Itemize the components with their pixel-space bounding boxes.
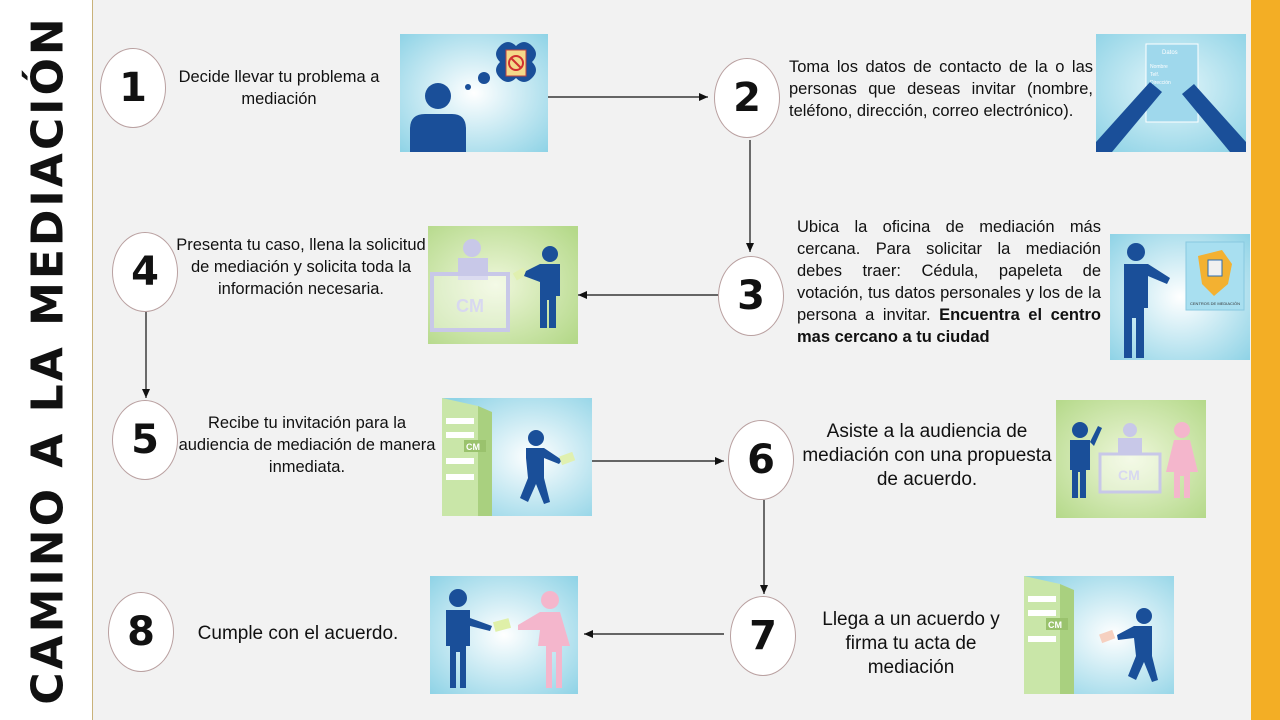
step-1-text: Decide llevar tu problema a mediación (178, 68, 380, 108)
person-signing-act-icon: CM (1024, 576, 1174, 694)
step-3-text-bold: Encuentra el centro mas cercano a tu ciu… (797, 306, 1101, 346)
person-at-desk-icon: CM (428, 226, 578, 344)
map-caption: CENTROS DE MEDIACIÓN (1190, 301, 1240, 306)
desk-label: CM (1118, 467, 1140, 483)
step-3-number: 3 (718, 256, 784, 336)
building-label: CM (466, 442, 480, 452)
paper-line-2: Nombre (1150, 64, 1168, 70)
mediation-hearing-icon: CM (1056, 400, 1206, 518)
desk-label: CM (456, 296, 484, 316)
step-5-text: Recibe tu invitación para la audiencia d… (178, 414, 436, 476)
paper-line-3: Telf. (1150, 72, 1159, 78)
paper-line-4: Dirección (1150, 80, 1171, 86)
step-1-number: 1 (100, 48, 166, 128)
step-7-number: 7 (730, 596, 796, 676)
step-5-number: 5 (112, 400, 178, 480)
step-6-text: Asiste a la audiencia de mediación con u… (802, 421, 1052, 490)
step-8-number: 8 (108, 592, 174, 672)
step-2-number: 2 (714, 58, 780, 138)
person-pointing-map-icon: CENTROS DE MEDIACIÓN (1110, 234, 1250, 360)
person-receiving-invitation-icon: CM (442, 398, 592, 516)
title-sidebar: CAMINO A LA MEDIACIÓN (0, 0, 93, 720)
step-3-text-plain: Ubica la oficina de mediación más cercan… (797, 218, 1101, 324)
step-7-text: Llega a un acuerdo y firma tu acta de me… (822, 609, 1000, 678)
step-3-text: Ubica la oficina de mediación más cercan… (797, 216, 1101, 348)
person-thinking-icon (400, 34, 548, 152)
building-label: CM (1048, 620, 1062, 630)
people-exchanging-icon (430, 576, 578, 694)
step-6-number: 6 (728, 420, 794, 500)
step-8-text: Cumple con el acuerdo. (197, 623, 399, 644)
paper-line-1: Datos (1162, 50, 1178, 56)
hands-holding-paper-icon: Datos Nombre Telf. Dirección (1096, 34, 1246, 152)
step-4-text: Presenta tu caso, llena la solicitud de … (176, 236, 426, 298)
accent-stripe (1251, 0, 1280, 720)
step-2-text: Toma los datos de contacto de la o las p… (789, 58, 1093, 120)
step-4-number: 4 (112, 232, 178, 312)
